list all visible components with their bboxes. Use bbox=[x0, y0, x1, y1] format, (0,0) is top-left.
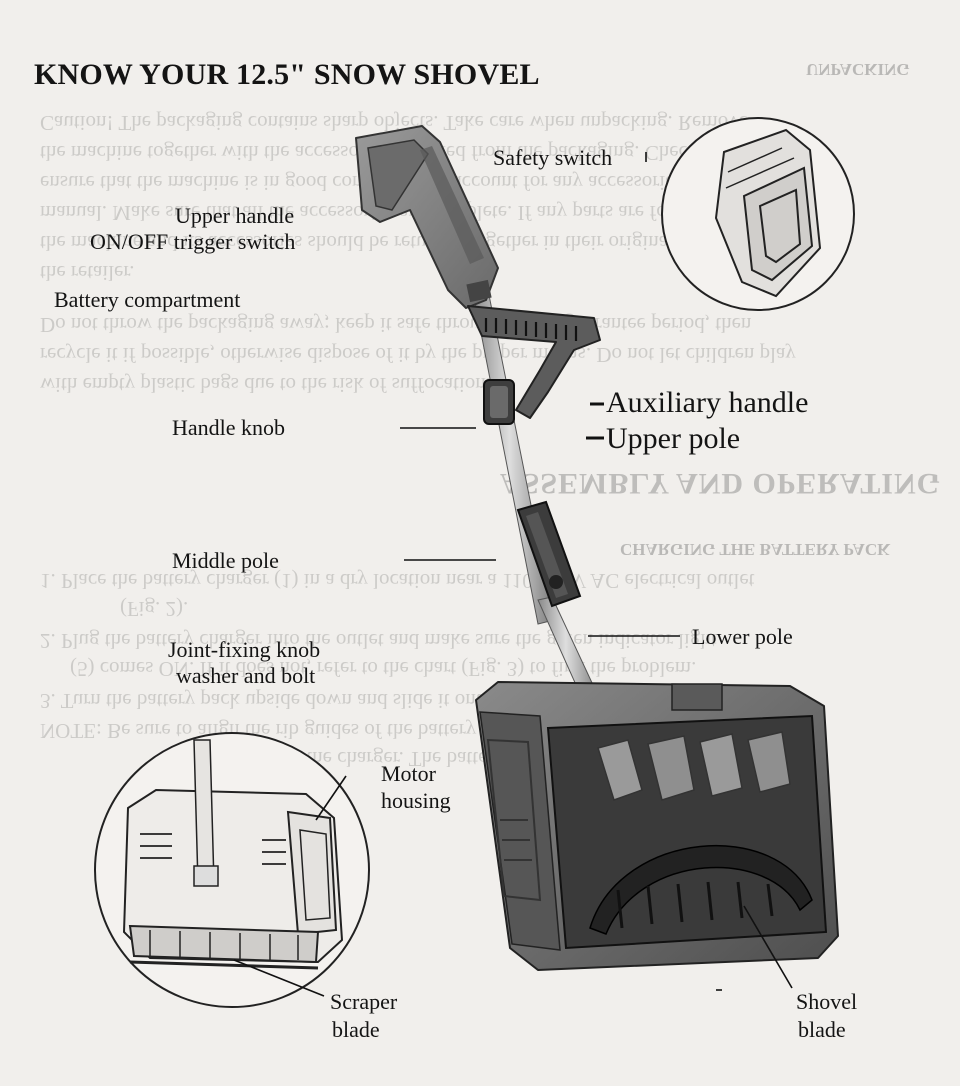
label-scraper-blade: blade bbox=[332, 1017, 380, 1042]
leader-lines bbox=[233, 152, 793, 997]
label-safety-switch: Safety switch bbox=[493, 145, 613, 170]
label-upper-handle: Upper handle bbox=[175, 203, 295, 228]
label-scraper: Scraper bbox=[330, 989, 398, 1014]
auxiliary-handle bbox=[467, 305, 601, 425]
label-battery-compartment: Battery compartment bbox=[54, 287, 241, 312]
page-title: KNOW YOUR 12.5" SNOW SHOVEL bbox=[34, 58, 540, 91]
joint-fixing-knob bbox=[516, 500, 582, 608]
label-auxiliary-handle: Auxiliary handle bbox=[606, 386, 809, 419]
label-handle-knob: Handle knob bbox=[172, 415, 286, 440]
label-shovel: Shovel bbox=[796, 989, 858, 1014]
label-joint-fixing-knob: Joint-fixing knob bbox=[168, 637, 321, 662]
shovel-body bbox=[355, 125, 839, 971]
label-lower-pole: Lower pole bbox=[692, 624, 793, 649]
auger-chamber bbox=[546, 714, 828, 950]
label-washer-and-bolt: washer and bolt bbox=[176, 663, 316, 688]
motor-housing-inset bbox=[94, 732, 370, 1008]
upper-handle bbox=[355, 125, 499, 309]
label-shovel-blade: blade bbox=[798, 1017, 846, 1042]
label-on-off-trigger: ON/OFF trigger switch bbox=[90, 229, 296, 254]
label-middle-pole: Middle pole bbox=[172, 548, 279, 573]
safety-switch-inset bbox=[661, 117, 855, 311]
label-upper-pole: Upper pole bbox=[606, 422, 741, 455]
label-housing: housing bbox=[381, 788, 451, 813]
label-motor: Motor bbox=[381, 761, 436, 786]
